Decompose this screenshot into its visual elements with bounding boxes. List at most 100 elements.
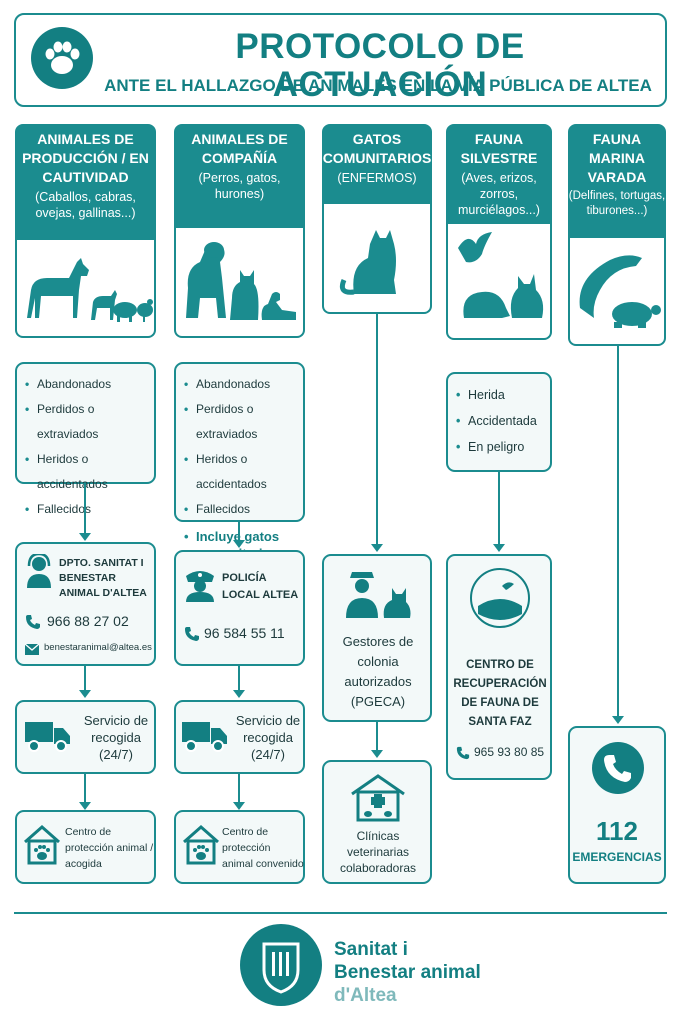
flow-line	[238, 774, 240, 804]
column-title: FAUNA SILVESTRE	[460, 131, 538, 166]
colony-manager-label: Gestores de colonia autorizados (PGECA)	[342, 634, 414, 709]
arrow-down-icon	[493, 544, 505, 552]
column-header-wildlife: FAUNA SILVESTRE (Aves, erizos, zorros, m…	[446, 124, 552, 224]
contact-card-sanitat: DPTO. SANITAT I BENESTAR ANIMAL D'ALTEA …	[15, 542, 156, 666]
situations-box-production: Abandonados Perdidos o extraviados Herid…	[15, 362, 156, 522]
list-item: Heridos o accidentados	[23, 447, 154, 497]
column-title: GATOS COMUNITARIOS	[322, 131, 432, 166]
truck-icon	[25, 720, 71, 752]
list-item: Fallecidos	[23, 497, 154, 522]
flow-line	[376, 314, 378, 546]
wildlife-center-phone[interactable]: 965 93 80 85	[474, 745, 545, 759]
contact-phone[interactable]: 966 88 27 02	[47, 613, 129, 629]
situations-box-pets: Abandonados Perdidos o extraviados Herid…	[174, 362, 305, 561]
situations-box-wildlife: Herida Accidentada En peligro	[446, 372, 552, 472]
wildlife-icon	[446, 224, 552, 340]
colony-manager-icon	[342, 568, 414, 618]
column-header-marine: FAUNA MARINA VARADA (Delfines, tortugas,…	[568, 124, 666, 238]
column-header-production: ANIMALES DE PRODUCCIÓN / EN CAUTIVIDAD (…	[15, 124, 156, 240]
situations-list: Herida Accidentada En peligro	[454, 382, 550, 460]
flow-line	[376, 722, 378, 752]
police-officer-icon	[182, 566, 218, 602]
arrow-down-icon	[79, 802, 91, 810]
pets-icon	[174, 228, 305, 338]
contact-phone[interactable]: 96 584 55 11	[204, 625, 285, 641]
column-title: FAUNA MARINA VARADA	[587, 131, 647, 185]
cat-icon	[322, 204, 432, 314]
flow-line	[238, 522, 240, 542]
situations-list: Abandonados Perdidos o extraviados Herid…	[23, 372, 154, 522]
pickup-label: Servicio de recogida (24/7)	[235, 713, 301, 762]
shelter-house-icon	[182, 824, 220, 866]
vet-clinics-card: Clínicas veterinarias colaboradoras	[322, 760, 432, 884]
column-title: ANIMALES DE COMPAÑÍA	[191, 131, 288, 166]
operator-headset-icon	[25, 554, 53, 588]
arrow-down-icon	[371, 544, 383, 552]
arrow-down-icon	[79, 533, 91, 541]
column-title: ANIMALES DE PRODUCCIÓN / EN CAUTIVIDAD	[22, 131, 149, 185]
footer-line3: d'Altea	[334, 985, 397, 1006]
column-header-pets: ANIMALES DE COMPAÑÍA (Perros, gatos, hur…	[174, 124, 305, 228]
page-subtitle: ANTE EL HALLAZGO DE ANIMALES EN LA VÍA P…	[104, 76, 652, 95]
header-banner	[14, 13, 667, 107]
emergency-number[interactable]: 112	[596, 816, 638, 846]
pickup-service-card: Servicio de recogida (24/7)	[15, 700, 156, 774]
phone-icon	[25, 614, 41, 630]
footer-line1: Sanitat i	[334, 939, 408, 960]
vet-clinic-icon	[350, 772, 406, 822]
pickup-service-card: Servicio de recogida (24/7)	[174, 700, 305, 774]
wildlife-center-label: CENTRO DE RECUPERACIÓN DE FAUNA DE SANTA…	[453, 659, 547, 728]
flow-line	[498, 472, 500, 546]
list-item: Abandonados	[23, 372, 154, 397]
footer-line2: Benestar animal	[334, 962, 481, 983]
wildlife-center-card: CENTRO DE RECUPERACIÓN DE FAUNA DE SANTA…	[446, 554, 552, 780]
phone-icon	[456, 746, 470, 760]
column-subtitle: (Caballos, cabras, ovejas, gallinas...)	[35, 190, 136, 220]
list-item: Perdidos o extraviados	[23, 397, 154, 447]
arrow-down-icon	[233, 540, 245, 548]
contact-email[interactable]: benestaranimal@altea.es	[44, 642, 152, 653]
column-subtitle: (ENFERMOS)	[337, 171, 417, 185]
pickup-label: Servicio de recogida (24/7)	[83, 713, 149, 762]
marine-icon	[568, 238, 666, 346]
truck-icon	[182, 720, 228, 752]
page-title: PROTOCOLO DE ACTUACIÓN	[235, 27, 525, 104]
recovery-center-icon	[470, 568, 530, 628]
emergency-label: EMERGENCIAS	[572, 850, 662, 864]
list-item: Fallecidos	[182, 497, 303, 522]
contact-card-police: POLICÍA LOCAL ALTEA 96 584 55 11	[174, 550, 305, 666]
footer-divider	[14, 912, 667, 914]
colony-manager-card: Gestores de colonia autorizados (PGECA)	[322, 554, 432, 722]
emergency-card: 112 EMERGENCIAS	[568, 726, 666, 884]
contact-name: POLICÍA LOCAL ALTEA	[222, 572, 299, 601]
column-header-community-cats: GATOS COMUNITARIOS (ENFERMOS)	[322, 124, 432, 204]
flow-line	[84, 666, 86, 692]
list-item: Abandonados	[182, 372, 303, 397]
list-item: Herida	[454, 382, 550, 408]
flow-line	[238, 666, 240, 692]
flow-line	[84, 774, 86, 804]
column-subtitle: (Perros, gatos, hurones)	[198, 171, 281, 201]
farm-animals-icon	[15, 240, 156, 338]
shelter-label: Centro de protección animal convenido	[222, 826, 304, 870]
column-subtitle: (Aves, erizos, zorros, murciélagos...)	[458, 171, 540, 217]
paw-logo-icon	[31, 27, 93, 89]
shelter-house-icon	[23, 824, 61, 866]
list-item: Perdidos o extraviados	[182, 397, 303, 447]
arrow-down-icon	[371, 750, 383, 758]
arrow-down-icon	[233, 690, 245, 698]
shelter-card: Centro de protección animal / acogida	[15, 810, 156, 884]
list-item: Accidentada	[454, 408, 550, 434]
emergency-phone-icon	[592, 742, 644, 794]
shelter-label: Centro de protección animal / acogida	[65, 826, 154, 870]
email-icon	[25, 644, 39, 655]
arrow-down-icon	[612, 716, 624, 724]
list-item: En peligro	[454, 434, 550, 460]
vet-clinics-label: Clínicas veterinarias colaboradoras	[339, 829, 417, 875]
arrow-down-icon	[233, 802, 245, 810]
shelter-card: Centro de protección animal convenido	[174, 810, 305, 884]
list-item: Heridos o accidentados	[182, 447, 303, 497]
flow-line	[617, 346, 619, 718]
phone-icon	[184, 626, 200, 642]
situations-list: Abandonados Perdidos o extraviados Herid…	[182, 372, 303, 562]
